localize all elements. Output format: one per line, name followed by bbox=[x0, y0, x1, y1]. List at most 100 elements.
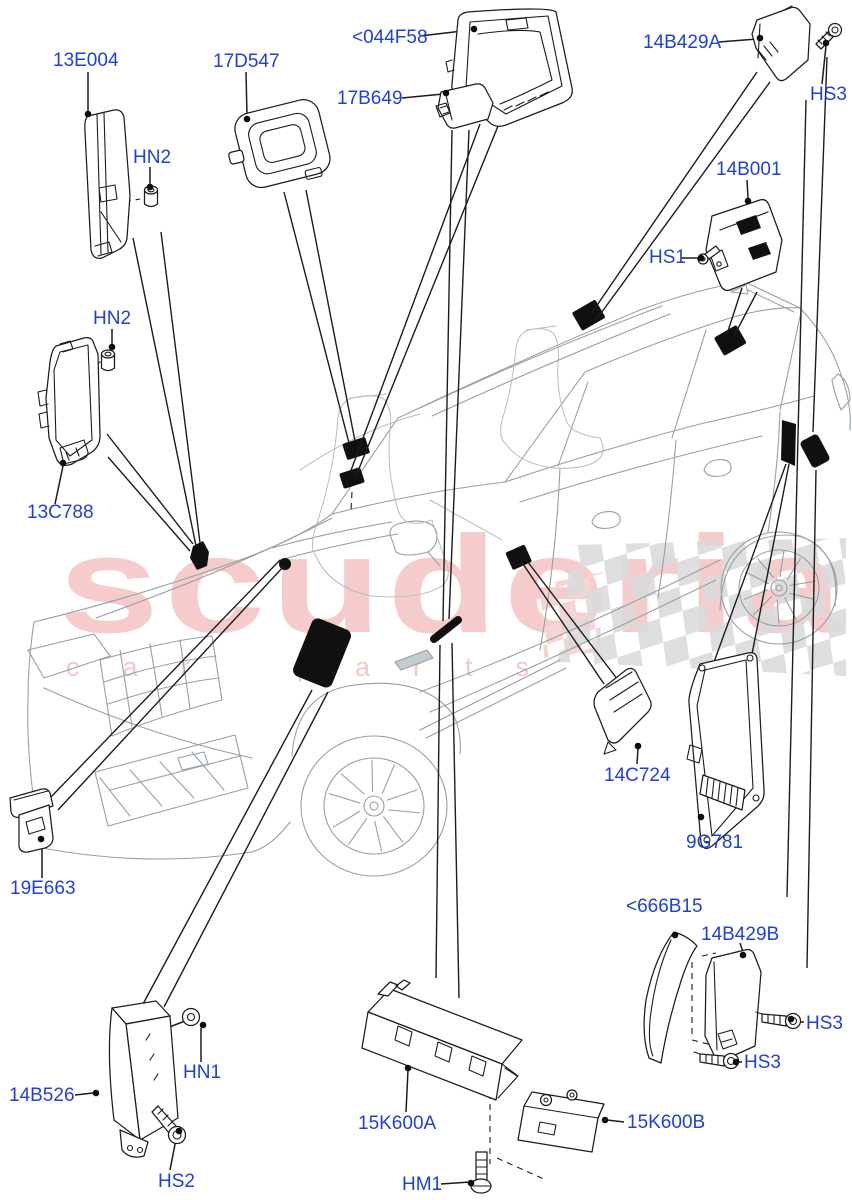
connector-cowl-module bbox=[293, 618, 351, 688]
car-fender-vent bbox=[394, 649, 434, 671]
part-13C788-drawing bbox=[37, 337, 101, 466]
part-label-HN2-top: HN2 bbox=[133, 147, 171, 168]
connector-hood-left bbox=[190, 541, 209, 570]
wedge-14B526 bbox=[142, 689, 329, 1008]
car-door-handle-front bbox=[591, 511, 621, 529]
part-label-HM1: HM1 bbox=[402, 1174, 442, 1195]
wedge-14B001 bbox=[726, 287, 758, 339]
car-roof-rail-2 bbox=[431, 313, 671, 417]
part-14B001-drawing bbox=[705, 198, 783, 291]
wedge-044F58 bbox=[349, 123, 499, 477]
car-line-art bbox=[27, 281, 851, 877]
part-label-14B001: 14B001 bbox=[716, 159, 782, 180]
car-windshield-right bbox=[504, 371, 586, 483]
part-label-14B526: 14B526 bbox=[9, 1085, 75, 1106]
car-headlight bbox=[27, 633, 111, 679]
wedge-13C788 bbox=[106, 433, 194, 552]
part-labels: 13E004HN217D547<044F5817B64914B429AHS314… bbox=[9, 27, 847, 1195]
part-17B649-drawing bbox=[435, 83, 494, 129]
part-HN1-grommet bbox=[181, 1007, 201, 1027]
wedge-14C724 bbox=[520, 556, 619, 685]
part-HS2-screw bbox=[151, 1105, 187, 1145]
part-HM1-screw bbox=[470, 1151, 492, 1194]
part-label-666B15: <666B15 bbox=[626, 896, 703, 917]
part-15K600B-drawing bbox=[517, 1089, 605, 1153]
connector-pillar bbox=[505, 544, 532, 570]
interior-floor-line bbox=[299, 413, 503, 541]
car-rear-door-seam bbox=[657, 439, 677, 599]
wedge-19E663 bbox=[49, 559, 285, 811]
connector-seat-lower bbox=[339, 467, 365, 489]
part-14B429B-drawing bbox=[704, 948, 762, 1062]
car-rear-lamp bbox=[831, 373, 851, 411]
part-label-14C724: 14C724 bbox=[604, 765, 671, 786]
wedge-14B429A bbox=[590, 71, 771, 321]
part-15K600A-drawing bbox=[361, 979, 523, 1101]
car-sill-strip bbox=[419, 659, 567, 739]
car-bumper-line bbox=[43, 687, 253, 759]
car-roof-right bbox=[584, 307, 801, 373]
connector-roof-right bbox=[714, 325, 747, 356]
part-9G781-drawing bbox=[686, 652, 765, 850]
car-door-handle-rear bbox=[703, 459, 732, 477]
front-wheel bbox=[300, 735, 448, 877]
front-wheel-spokes bbox=[329, 759, 420, 852]
car-skirt bbox=[429, 579, 717, 713]
part-label-15K600B: 15K600B bbox=[627, 1112, 705, 1133]
part-666B15-drawing bbox=[643, 931, 698, 1064]
part-label-HS1: HS1 bbox=[649, 247, 686, 268]
part-17D547-drawing bbox=[228, 99, 331, 189]
car-b-pillar bbox=[557, 381, 589, 467]
part-14B526-drawing bbox=[108, 1000, 179, 1158]
part-19E663-drawing bbox=[9, 788, 54, 853]
part-label-HN1: HN1 bbox=[183, 1062, 221, 1083]
car-roof-rail-1 bbox=[419, 305, 663, 409]
car-front-arch bbox=[291, 682, 461, 757]
car-wiper-2 bbox=[279, 533, 399, 561]
car-interior-seats bbox=[299, 325, 604, 598]
part-label-HS3-top: HS3 bbox=[810, 84, 847, 105]
part-label-044F58: <044F58 bbox=[352, 27, 428, 48]
car-lower-intake bbox=[94, 734, 249, 827]
car-wiper-1 bbox=[271, 521, 393, 549]
car-a-pillar bbox=[331, 417, 399, 515]
wedge-HS3-chain bbox=[786, 56, 828, 969]
car-rear-quarter bbox=[779, 311, 802, 411]
car-rear-pillar bbox=[799, 307, 851, 431]
part-label-17D547: 17D547 bbox=[213, 51, 280, 72]
part-14B429A-drawing bbox=[751, 5, 811, 82]
part-label-13C788: 13C788 bbox=[27, 502, 94, 523]
part-label-HS3-right: HS3 bbox=[806, 1013, 843, 1034]
car-rear-door-edge bbox=[767, 411, 781, 533]
car-c-pillar bbox=[671, 329, 707, 439]
car-shoulder-crease bbox=[519, 435, 763, 503]
wedge-15K600A bbox=[435, 642, 460, 999]
car-foglamp bbox=[177, 751, 209, 771]
watermark-checker-gray bbox=[558, 538, 846, 676]
car-hood-crease bbox=[95, 517, 333, 619]
car-front-door-seam bbox=[539, 467, 561, 651]
car-grille-slats bbox=[103, 639, 220, 727]
car-rocker bbox=[419, 559, 721, 693]
car-bumper-bottom bbox=[41, 821, 291, 860]
car-beltline bbox=[504, 395, 815, 483]
part-label-HN2-left: HN2 bbox=[93, 308, 131, 329]
car-antenna bbox=[730, 284, 749, 295]
rear-wheel bbox=[720, 531, 838, 645]
part-HS3-lower-screw bbox=[693, 1051, 740, 1070]
car-rear-arch bbox=[719, 534, 837, 611]
connector-rear-b bbox=[800, 434, 830, 468]
part-13E004-drawing bbox=[84, 109, 131, 259]
part-14C724-drawing bbox=[593, 667, 652, 755]
wedge-9G781 bbox=[713, 463, 790, 663]
seat-right bbox=[500, 325, 604, 469]
part-label-14B429A: 14B429A bbox=[643, 32, 722, 53]
car-roof-left bbox=[397, 281, 746, 419]
part-drawings bbox=[9, 5, 843, 1194]
part-label-15K600A: 15K600A bbox=[358, 1113, 437, 1134]
car-cowl bbox=[331, 481, 506, 515]
part-HS3-top-screw bbox=[815, 22, 843, 50]
connector-hood-right bbox=[279, 558, 291, 570]
